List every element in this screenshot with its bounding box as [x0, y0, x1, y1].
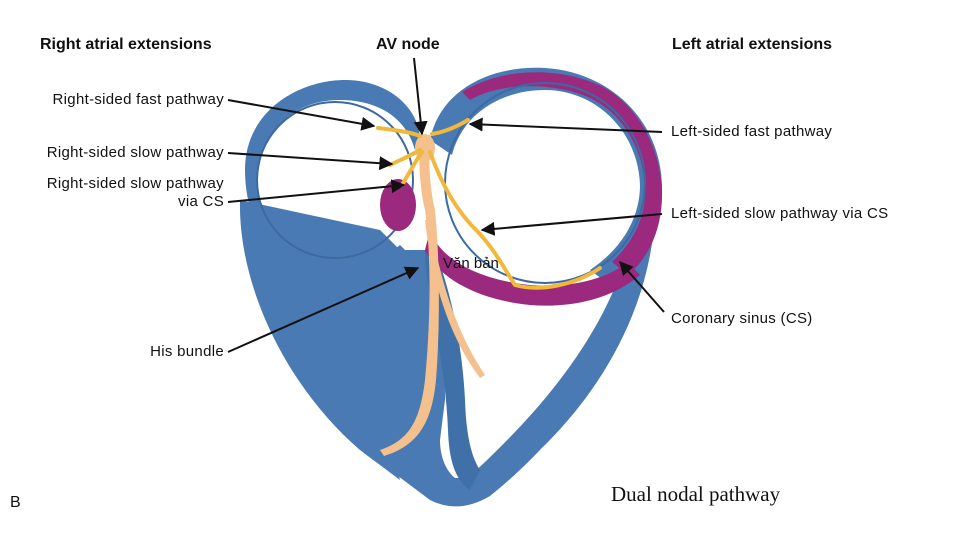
panel-letter: B [10, 494, 21, 511]
label-right-fast: Right-sided fast pathway [52, 91, 224, 108]
label-arrows [227, 57, 665, 353]
header-av-node: AV node [376, 36, 440, 53]
header-left-atrial: Left atrial extensions [672, 36, 833, 53]
diagram-caption: Dual nodal pathway [611, 482, 781, 506]
left-slow-cs-pathway [428, 150, 602, 290]
overlay-text: Văn bản [443, 255, 499, 272]
label-right-slow-cs-line2: via CS [178, 193, 224, 210]
right-atrium [245, 80, 420, 281]
cs-ostium [380, 179, 416, 231]
label-left-slow-cs: Left-sided slow pathway via CS [671, 205, 889, 222]
header-right-atrial: Right atrial extensions [40, 36, 212, 53]
label-right-slow-cs-line1: Right-sided slow pathway [46, 175, 224, 192]
label-right-slow: Right-sided slow pathway [46, 144, 224, 161]
label-coronary-sinus: Coronary sinus (CS) [671, 310, 813, 327]
heart-ventricles [239, 200, 655, 507]
label-his-bundle: His bundle [150, 343, 224, 360]
label-left-fast: Left-sided fast pathway [671, 123, 833, 140]
left-fast-pathway [430, 118, 470, 136]
